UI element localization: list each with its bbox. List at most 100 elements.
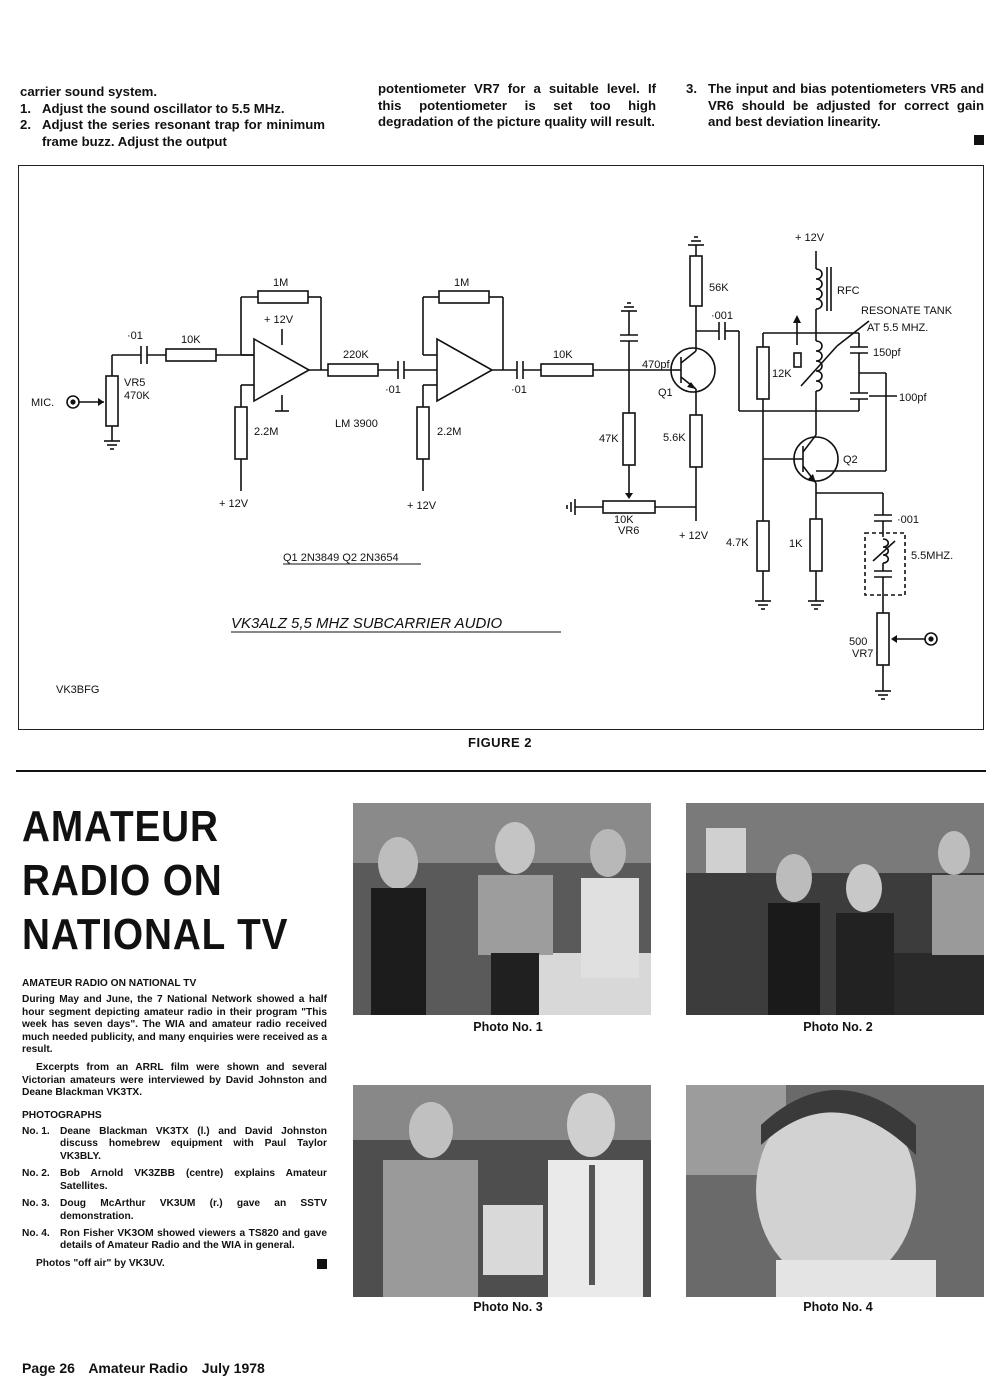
svg-text:1M: 1M xyxy=(454,277,469,289)
resistor-1m-b xyxy=(438,290,490,304)
svg-text:VR5: VR5 xyxy=(124,377,145,389)
resistor-56k xyxy=(689,255,703,307)
svg-text:+ 12V: + 12V xyxy=(679,530,709,542)
figure-title: VK3ALZ 5,5 MHZ SUBCARRIER AUDIO xyxy=(231,615,503,632)
label-mic: MIC. xyxy=(31,397,54,409)
svg-text:·001: ·001 xyxy=(897,514,919,526)
page-number: Page 26 xyxy=(22,1360,75,1376)
article-big-title: AMATEUR RADIO ON NATIONAL TV xyxy=(22,802,289,959)
photo-desc-4: No. 4.Ron Fisher VK3OM showed viewers a … xyxy=(22,1227,327,1252)
svg-text:100pf: 100pf xyxy=(899,392,927,404)
svg-text:5.5MHZ.: 5.5MHZ. xyxy=(911,550,953,562)
photographs-heading: PHOTOGRAPHS xyxy=(22,1109,102,1121)
svg-text:12K: 12K xyxy=(772,368,792,380)
resistor-1m-a xyxy=(257,290,309,304)
figure-caption: FIGURE 2 xyxy=(468,735,532,750)
section-divider xyxy=(16,770,986,772)
figure-credit: VK3BFG xyxy=(56,684,99,696)
svg-text:LM 3900: LM 3900 xyxy=(335,418,378,430)
text-column-2: potentiometer VR7 for a suitable level. … xyxy=(378,81,656,129)
article-heading: AMATEUR RADIO ON NATIONAL TV xyxy=(22,978,197,989)
svg-text:500: 500 xyxy=(849,636,867,648)
svg-text:·01: ·01 xyxy=(127,330,143,342)
svg-text:+ 12V: + 12V xyxy=(795,232,825,244)
page-footer: Page 26 Amateur Radio July 1978 xyxy=(22,1360,275,1376)
photo-caption-4: Photo No. 4 xyxy=(803,1300,873,1314)
output-jack xyxy=(924,632,938,646)
resistor-10k-b xyxy=(540,363,594,377)
photo-credit: Photos "off air" by VK3UV. xyxy=(36,1257,165,1269)
magazine-name: Amateur Radio xyxy=(88,1360,188,1376)
rfc-coil xyxy=(815,268,823,310)
svg-text:AT 5.5 MHZ.: AT 5.5 MHZ. xyxy=(867,322,928,334)
col1-line0: carrier sound system. xyxy=(20,84,158,99)
svg-text:1M: 1M xyxy=(273,277,288,289)
step-2: 2. Adjust the series resonant trap for m… xyxy=(20,117,325,149)
step-1: 1. Adjust the sound oscillator to 5.5 MH… xyxy=(20,100,285,116)
trap-coil xyxy=(882,538,890,564)
resistor-220k xyxy=(327,363,379,377)
vr7-potentiometer xyxy=(876,612,890,666)
transistor-list: Q1 2N3849 Q2 2N3654 xyxy=(283,552,399,564)
article-body: AMATEUR RADIO ON NATIONAL TV During May … xyxy=(22,978,327,1270)
resistor-2m2-b xyxy=(416,406,430,460)
text-column-1: carrier sound system. 1. Adjust the soun… xyxy=(20,84,325,150)
tank-coil xyxy=(815,340,823,392)
svg-text:10K: 10K xyxy=(614,514,634,526)
end-mark-article xyxy=(317,1258,327,1269)
end-mark xyxy=(974,134,984,145)
opamp-2 xyxy=(436,337,494,403)
photo-caption-1: Photo No. 1 xyxy=(473,1020,543,1034)
svg-text:RESONATE TANK: RESONATE TANK xyxy=(861,305,953,317)
photo-1-image xyxy=(353,803,651,1015)
transistor-q1 xyxy=(670,347,716,393)
resistor-4k7 xyxy=(756,520,770,572)
vr6-potentiometer xyxy=(602,500,656,514)
photo-desc-2: No. 2.Bob Arnold VK3ZBB (centre) explain… xyxy=(22,1168,327,1192)
text-column-3: 3. The input and bias potentiometers VR5… xyxy=(686,81,984,149)
vr5-potentiometer xyxy=(105,375,119,427)
resistor-47k xyxy=(622,412,636,466)
svg-text:RFC: RFC xyxy=(837,285,860,297)
photo-4 xyxy=(686,1085,984,1297)
svg-text:+ 12V: + 12V xyxy=(219,498,249,510)
svg-text:+ 12V: + 12V xyxy=(264,314,294,326)
photo-3 xyxy=(353,1085,651,1297)
issue-date: July 1978 xyxy=(201,1360,265,1376)
svg-text:56K: 56K xyxy=(709,282,729,294)
svg-text:Q2: Q2 xyxy=(843,454,858,466)
schematic-diagram: MIC. VR5 470K ·01 10K 1M + 12V 2.2M + 12… xyxy=(31,232,953,700)
photo-desc-1: No. 1.Deane Blackman VK3TX (l.) and Davi… xyxy=(22,1126,327,1162)
svg-text:·001: ·001 xyxy=(711,310,733,322)
article-para-1: During May and June, the 7 National Netw… xyxy=(22,994,327,1056)
svg-text:470K: 470K xyxy=(124,390,150,402)
photo-4-image xyxy=(686,1085,984,1297)
svg-text:+ 12V: + 12V xyxy=(407,500,437,512)
trap-can xyxy=(864,532,906,596)
photo-1 xyxy=(353,803,651,1015)
svg-text:VR6: VR6 xyxy=(618,525,639,537)
svg-text:·01: ·01 xyxy=(511,384,527,396)
svg-text:2.2M: 2.2M xyxy=(437,426,461,438)
svg-text:1K: 1K xyxy=(789,538,803,550)
resistor-2m2-a xyxy=(234,406,248,460)
svg-text:·01: ·01 xyxy=(385,384,401,396)
photo-3-image xyxy=(353,1085,651,1297)
photo-2 xyxy=(686,803,984,1015)
svg-text:470pf: 470pf xyxy=(642,359,670,371)
resistor-12k xyxy=(756,346,770,400)
svg-text:220K: 220K xyxy=(343,349,369,361)
schematic-figure: MIC. VR5 470K ·01 10K 1M + 12V 2.2M + 12… xyxy=(18,165,984,730)
resistor-10k-a xyxy=(165,348,217,362)
photo-2-image xyxy=(686,803,984,1015)
svg-text:47K: 47K xyxy=(599,433,619,445)
article-para-2: Excerpts from an ARRL film were shown an… xyxy=(22,1062,327,1099)
svg-text:4.7K: 4.7K xyxy=(726,537,749,549)
photo-desc-3: No. 3.Doug McArthur VK3UM (r.) gave an S… xyxy=(22,1198,327,1222)
resistor-5k6 xyxy=(689,414,703,468)
svg-text:Q1: Q1 xyxy=(658,387,673,399)
svg-text:10K: 10K xyxy=(181,334,201,346)
opamp-1 xyxy=(253,337,311,403)
svg-text:VR7: VR7 xyxy=(852,648,873,660)
photo-caption-2: Photo No. 2 xyxy=(803,1020,873,1034)
